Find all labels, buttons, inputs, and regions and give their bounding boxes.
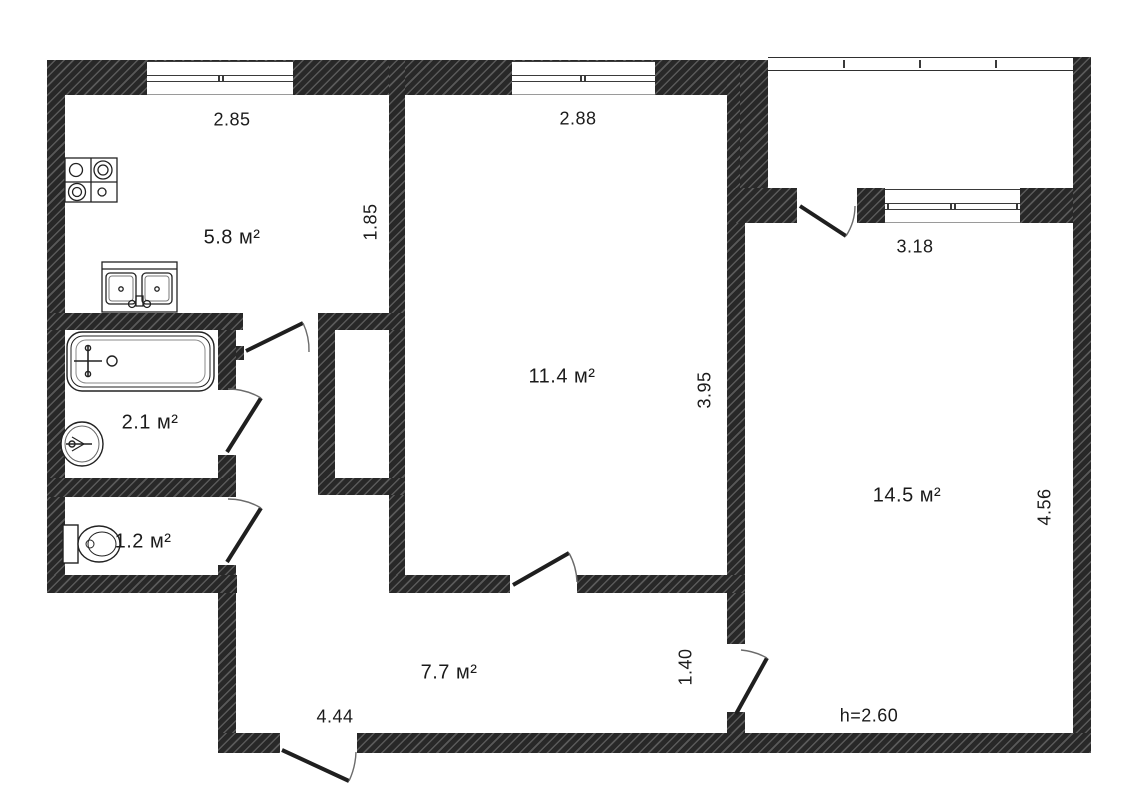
dim-living-width: 2.88 — [559, 108, 597, 129]
wall-kitchen-door-stub — [234, 346, 244, 360]
dim-bedroom-top-width: 3.18 — [896, 236, 934, 257]
bathroom-door — [225, 388, 263, 454]
bathtub-icon — [66, 331, 215, 392]
wall-bottom-right — [357, 733, 1091, 753]
wall-balcony-seg3 — [1020, 188, 1073, 223]
kitchen-door — [245, 321, 310, 353]
room-label-living: 11.4 м² — [528, 365, 596, 388]
balcony-door — [798, 204, 856, 238]
kitchen-window — [147, 61, 293, 95]
wc-door — [225, 498, 263, 564]
wall-kitchen-bottom — [47, 313, 243, 330]
living-room-door — [512, 551, 578, 587]
wall-outer-right — [1073, 57, 1091, 753]
wall-wc-bottom — [47, 575, 237, 593]
wall-closet-left — [318, 313, 335, 495]
dim-living-depth: 3.95 — [694, 371, 715, 409]
ceiling-height-label: h=2.60 — [839, 705, 899, 726]
wall-living-bottom-right — [577, 575, 745, 593]
entrance-door — [281, 748, 357, 783]
wall-balcony-seg1 — [727, 188, 797, 223]
wall-bath-wc-divider — [47, 478, 236, 497]
dim-bedroom-depth: 4.56 — [1034, 488, 1055, 526]
room-label-bedroom: 14.5 м² — [872, 484, 942, 507]
dim-hallway-passage: 1.40 — [675, 648, 696, 686]
room-label-kitchen: 5.8 м² — [203, 226, 261, 249]
wall-hallway-left — [218, 565, 236, 753]
dim-hallway-width: 4.44 — [316, 706, 354, 727]
balcony-window — [885, 189, 1020, 223]
kitchen-sink-icon — [101, 261, 178, 313]
wall-bottom-left — [218, 733, 280, 753]
wall-balcony-seg2 — [857, 188, 885, 223]
living-window — [512, 61, 655, 95]
room-label-bathroom: 2.1 м² — [121, 411, 179, 434]
room-label-wc: 1.2 м² — [114, 530, 172, 553]
room-label-hallway: 7.7 м² — [420, 661, 478, 684]
wall-closet-top — [318, 313, 405, 330]
wall-closet-bottom — [318, 478, 405, 495]
dim-kitchen-width: 2.85 — [213, 109, 251, 130]
bedroom-door — [734, 649, 769, 715]
wash-basin-icon — [60, 421, 104, 467]
wall-bathroom-right-upper — [218, 330, 236, 390]
wall-living-bottom-left — [389, 575, 510, 593]
stove-icon — [64, 157, 118, 203]
balcony-railing — [768, 57, 1073, 71]
toilet-icon — [62, 524, 121, 564]
dim-kitchen-depth: 1.85 — [360, 203, 381, 241]
